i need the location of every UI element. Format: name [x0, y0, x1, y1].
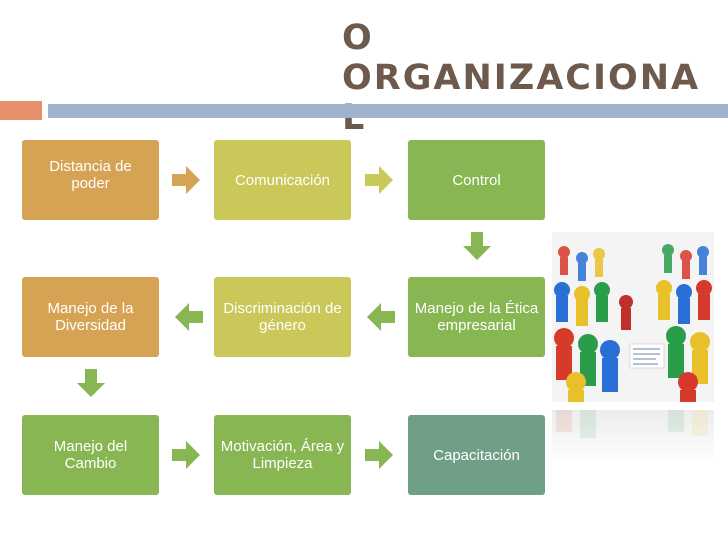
arrow-down-icon — [463, 232, 491, 260]
arrow-right-icon — [172, 441, 200, 469]
flow-box-comunicacion: Comunicación — [214, 140, 351, 220]
pawns-photo — [552, 232, 714, 402]
pawns-photo-reflection — [552, 410, 714, 462]
flow-box-discriminacion-genero: Discriminación de género — [214, 277, 351, 357]
flow-box-manejo-etica: Manejo de la Ética empresarial — [408, 277, 545, 357]
arrow-right-icon — [365, 166, 393, 194]
accent-bar-orange — [0, 101, 42, 120]
flow-box-distancia-de-poder: Distancia de poder — [22, 140, 159, 220]
flow-box-capacitacion: Capacitación — [408, 415, 545, 495]
arrow-right-icon — [365, 441, 393, 469]
flow-box-manejo-cambio: Manejo del Cambio — [22, 415, 159, 495]
slide-title: O ORGANIZACIONA L — [342, 18, 722, 138]
flow-box-control: Control — [408, 140, 545, 220]
arrow-left-icon — [367, 303, 395, 331]
pawns-illustration — [552, 232, 714, 402]
accent-bar-blue — [48, 104, 728, 118]
arrow-right-icon — [172, 166, 200, 194]
flow-box-motivacion: Motivación, Área y Limpieza — [214, 415, 351, 495]
pawns-reflection-illustration — [556, 410, 708, 438]
arrow-left-icon — [175, 303, 203, 331]
title-line-2: ORGANIZACIONA — [342, 58, 701, 98]
flow-box-manejo-diversidad: Manejo de la Diversidad — [22, 277, 159, 357]
title-line-1: O — [342, 18, 374, 58]
arrow-down-icon — [77, 369, 105, 397]
